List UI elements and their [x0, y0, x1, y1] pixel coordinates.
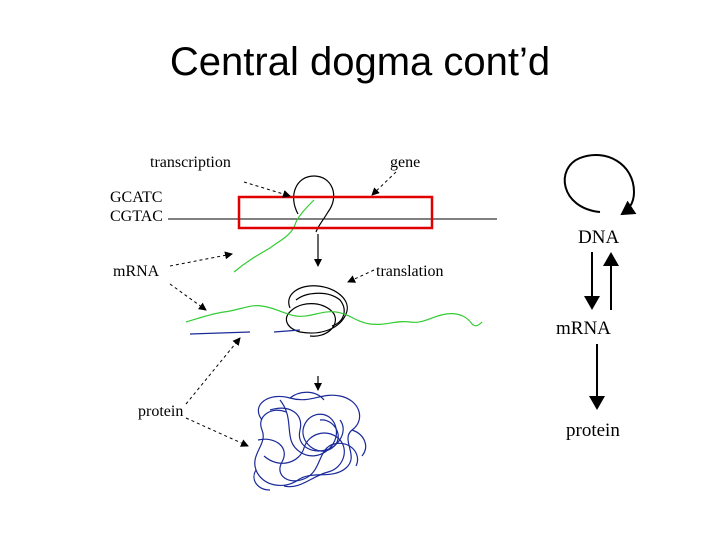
highlight-box	[237, 195, 434, 230]
label-translation: translation	[376, 263, 444, 280]
nascent-mrna-strand	[233, 199, 315, 273]
pointer-transcription	[243, 181, 291, 198]
label-gene: gene	[390, 154, 420, 171]
pointer-translation	[347, 269, 375, 283]
label-strand-top: GCATC	[110, 189, 162, 206]
folded-protein	[253, 391, 367, 491]
pointer-gene	[371, 171, 397, 196]
flow-mrna: mRNA	[556, 318, 611, 339]
flow-dna: DNA	[578, 227, 619, 248]
mrna-strand	[185, 305, 483, 327]
label-protein: protein	[138, 403, 183, 420]
ribosome	[285, 285, 348, 337]
label-mrna: mRNA	[113, 263, 160, 280]
pointer-mrna-upper	[169, 251, 233, 267]
gene-loop	[293, 175, 335, 233]
dna-replication-loop	[563, 154, 637, 216]
label-strand-bottom: CGTAC	[110, 208, 163, 225]
pointer-mrna-lower	[169, 283, 207, 311]
ribosome-outline	[295, 292, 345, 327]
flow-protein: protein	[566, 420, 620, 441]
slide-title: Central dogma cont’d	[169, 40, 551, 84]
nascent-protein	[189, 329, 301, 335]
pointer-protein-lower	[185, 417, 249, 447]
pointer-protein-upper	[185, 337, 241, 405]
label-transcription: transcription	[150, 154, 231, 171]
